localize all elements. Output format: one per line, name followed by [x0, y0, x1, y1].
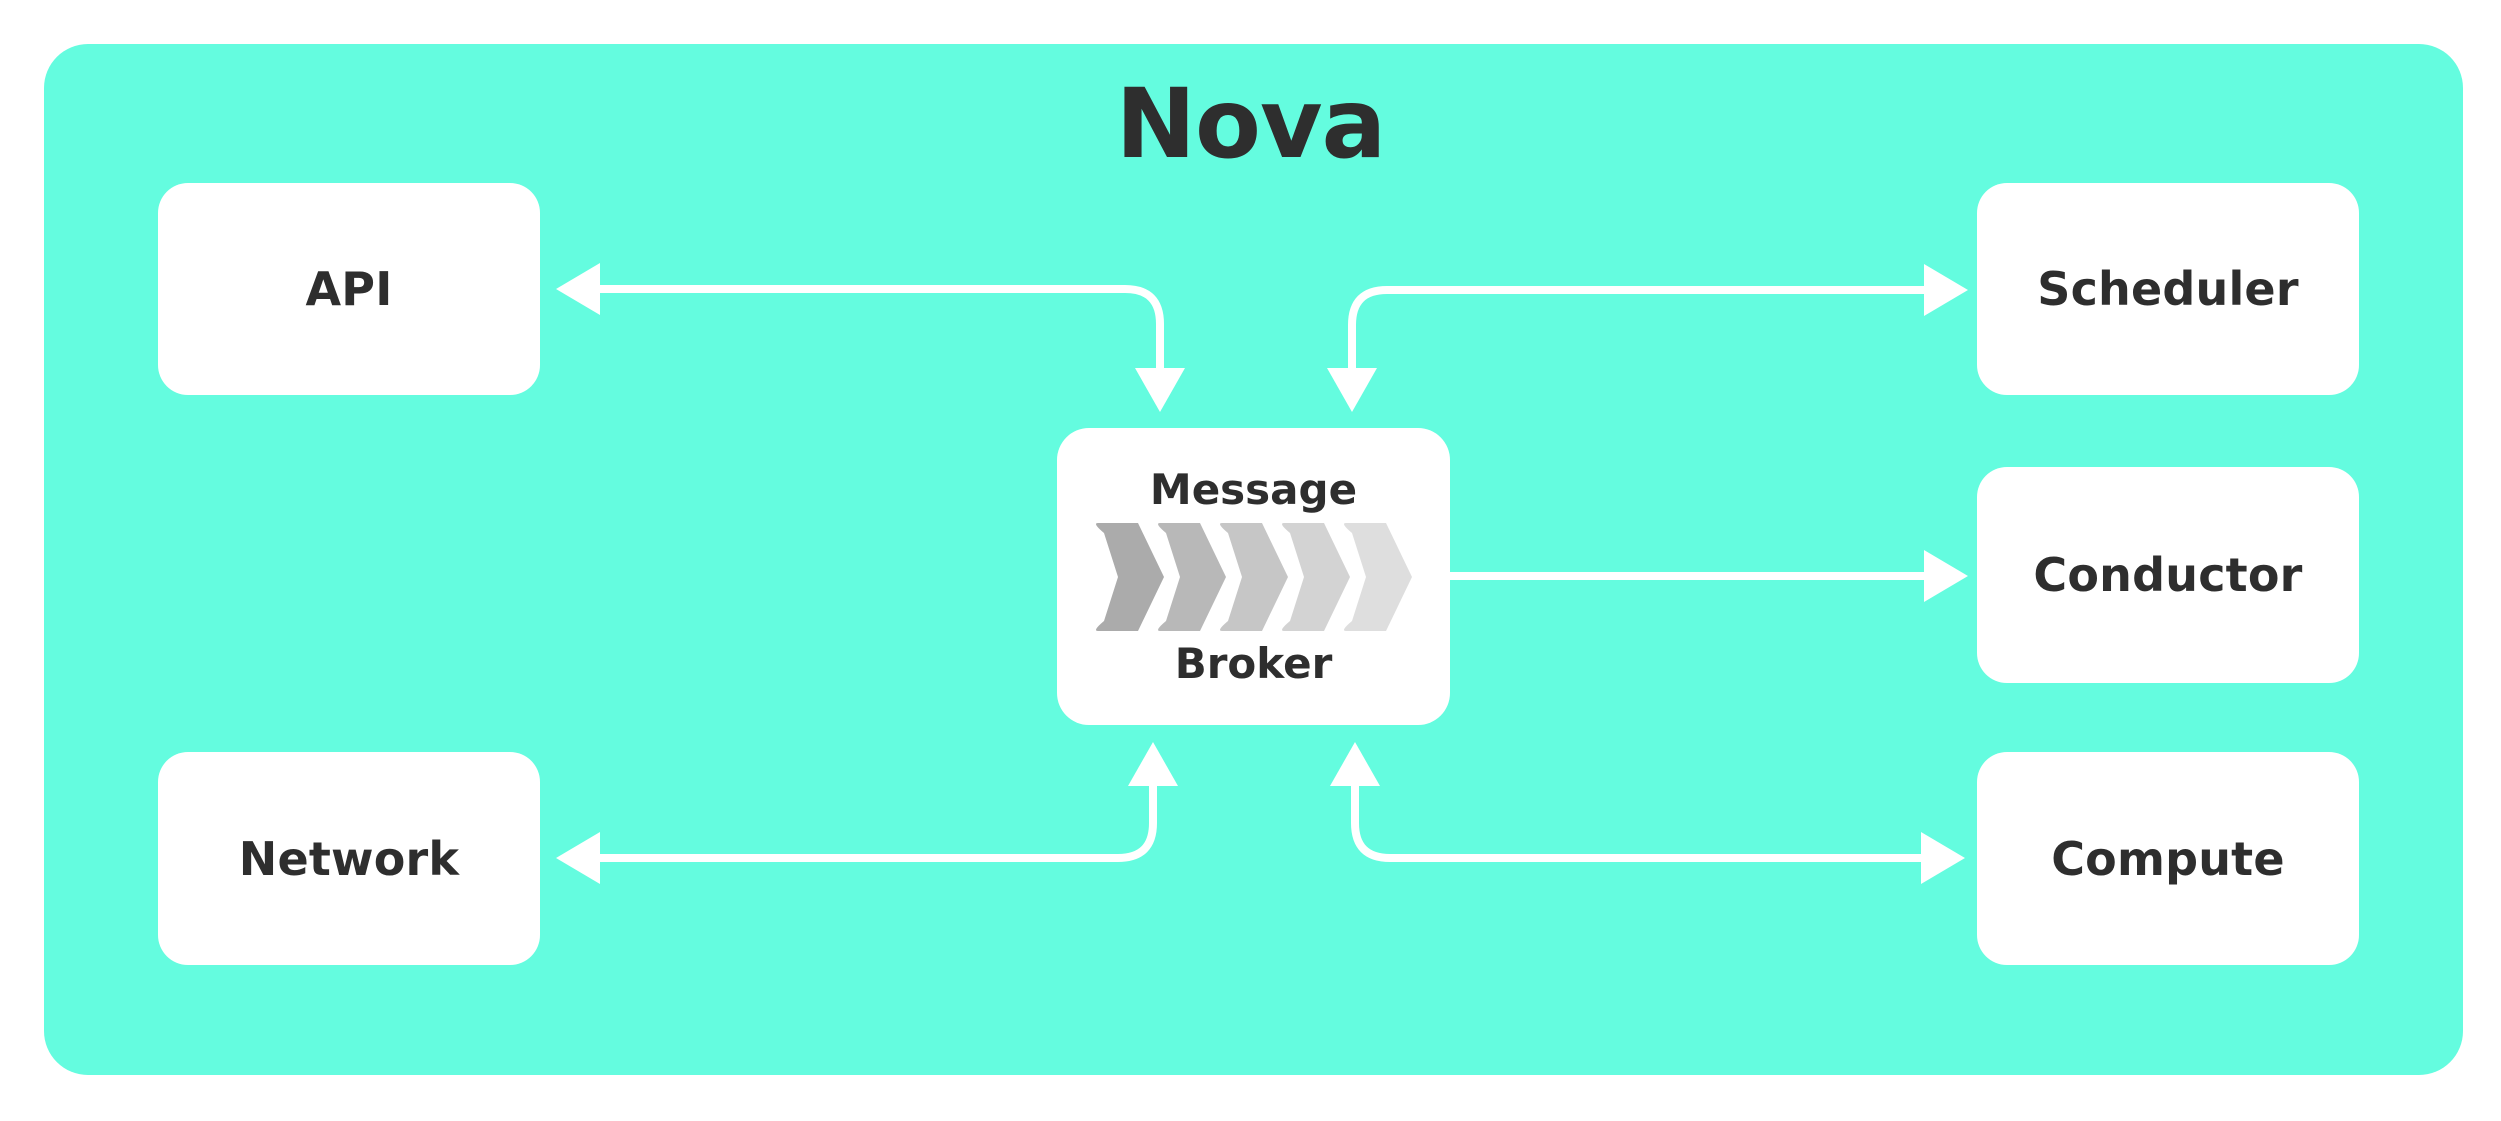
chevron-2	[1157, 522, 1226, 631]
chevron-1	[1095, 522, 1164, 631]
node-message-broker[interactable]: Message Broker	[1057, 428, 1450, 725]
chevron-3	[1219, 522, 1288, 631]
node-conductor-label: Conductor	[2033, 548, 2303, 602]
node-network-label: Network	[238, 831, 460, 886]
node-network[interactable]: Network	[158, 752, 540, 965]
node-scheduler[interactable]: Scheduler	[1977, 183, 2359, 395]
chevron-4	[1281, 522, 1350, 631]
page-title: Nova	[1115, 68, 1387, 180]
node-scheduler-label: Scheduler	[2037, 262, 2299, 316]
node-api[interactable]: API	[158, 183, 540, 395]
node-conductor[interactable]: Conductor	[1977, 467, 2359, 683]
message-broker-label-bottom: Broker	[1174, 638, 1333, 688]
node-api-label: API	[305, 262, 393, 316]
chevron-5	[1343, 522, 1412, 631]
node-compute[interactable]: Compute	[1977, 752, 2359, 965]
message-broker-label-top: Message	[1149, 464, 1358, 514]
chevron-flow-icon	[1095, 522, 1412, 631]
node-compute-label: Compute	[2051, 831, 2285, 886]
